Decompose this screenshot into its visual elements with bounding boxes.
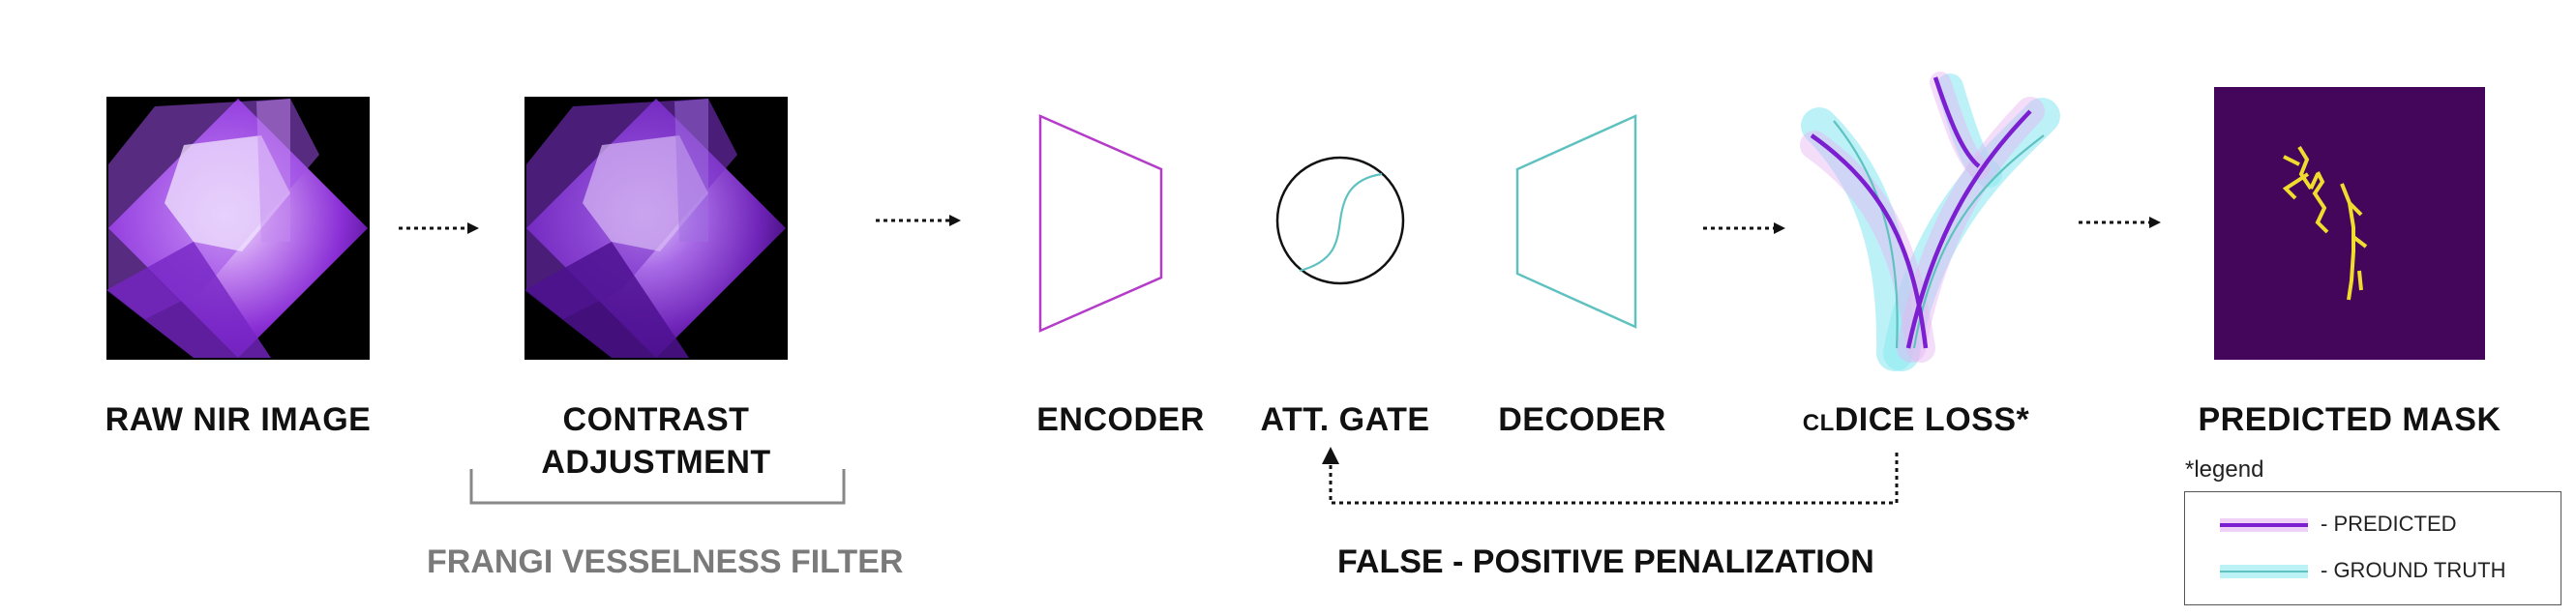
- predicted-mask-image: [2214, 87, 2485, 360]
- predicted-mask-label: PREDICTED MASK: [2198, 401, 2501, 438]
- encoder-label: ENCODER: [1036, 401, 1205, 438]
- raw-nir-image: [106, 97, 370, 360]
- attention-gate-icon: [1275, 156, 1405, 285]
- legend-ground-truth-text: - GROUND TRUTH: [2321, 558, 2506, 582]
- contrast-label-line2: ADJUSTMENT: [541, 444, 771, 481]
- fp-arrowhead: [1322, 447, 1339, 464]
- raw-nir-label: RAW NIR IMAGE: [105, 401, 372, 438]
- fp-penalization-label: FALSE - POSITIVE PENALIZATION: [1337, 543, 1874, 580]
- contrast-label-line1: CONTRAST: [562, 401, 750, 438]
- decoder-label: DECODER: [1498, 401, 1666, 438]
- att-gate-label: ATT. GATE: [1260, 401, 1430, 438]
- encoder-shape: [1038, 114, 1163, 333]
- legend-box: [2184, 491, 2561, 605]
- fp-feedback-path: [1329, 453, 1899, 505]
- legend-predicted-text: - PREDICTED: [2321, 512, 2457, 536]
- contrast-adjusted-image: [524, 97, 788, 360]
- cldice-vessel-illustration: [1800, 72, 2060, 371]
- cldice-label-text: DICE LOSS*: [1834, 401, 2030, 438]
- cldice-label: CLDICE LOSS*: [1771, 398, 2061, 445]
- frangi-bracket: [469, 469, 846, 505]
- frangi-label: FRANGI VESSELNESS FILTER: [427, 543, 904, 580]
- legend-title: *legend: [2185, 456, 2264, 483]
- decoder-shape: [1515, 114, 1637, 329]
- cldice-prefix: CL: [1802, 410, 1835, 436]
